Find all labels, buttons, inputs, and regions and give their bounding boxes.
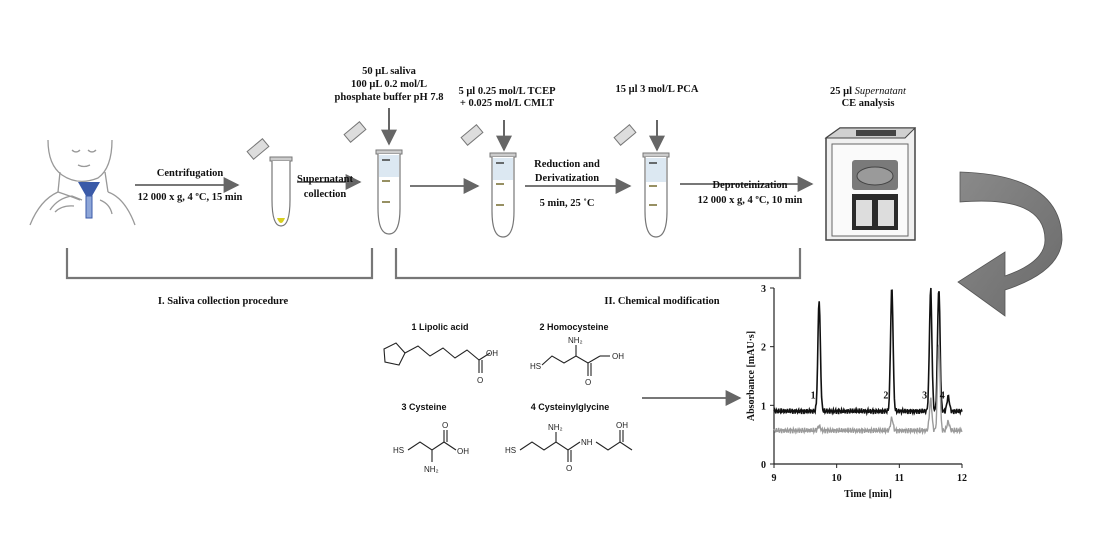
collection-label: collection <box>304 189 347 200</box>
chart-axes <box>773 288 962 465</box>
phase-2-label: II. Chemical modification <box>604 296 719 307</box>
peak-label: 2 <box>883 390 888 401</box>
lipoic-o: O <box>477 376 483 385</box>
ce-instrument-icon <box>824 127 917 241</box>
derivatization-label: Derivatization <box>535 173 599 184</box>
structure-homocysteine <box>541 345 610 376</box>
cysgly-nh: NH <box>581 438 593 447</box>
person-saliva-illustration <box>29 139 136 226</box>
peak-label: 4 <box>940 390 945 401</box>
phase-1-label: I. Saliva collection procedure <box>158 296 289 307</box>
lipoic-oh: OH <box>486 349 498 358</box>
x-tick-label: 9 <box>772 473 777 484</box>
structure-lipoic-acid <box>383 342 491 373</box>
supernatant-label: Supernatant <box>297 174 354 185</box>
ce-supernatant: 25 μl Supernatant <box>830 86 907 97</box>
cys-hs: HS <box>393 446 404 455</box>
compound-2-name: 2 Homocysteine <box>539 322 608 332</box>
peak-label: 3 <box>922 390 927 401</box>
y-tick-label: 0 <box>761 460 766 471</box>
cys-nh2: NH₂ <box>424 465 439 474</box>
tube-4 <box>613 124 670 238</box>
tube-2 <box>343 121 403 235</box>
funnel-tube-icon <box>78 182 100 219</box>
x-tick-label: 11 <box>895 473 904 484</box>
deprot-title: Deproteinization <box>712 180 787 191</box>
cysgly-nh2: NH₂ <box>548 423 563 432</box>
bracket-phase-2 <box>394 248 802 280</box>
y-tick-label: 2 <box>761 343 766 354</box>
deprot-params: 12 000 x g, 4 ºC, 10 min <box>698 195 803 206</box>
structure-cysteinylglycine <box>519 430 633 462</box>
tcep-reagent-2: + 0.025 mol/L CMLT <box>460 98 554 109</box>
compound-1-name: 1 Lipolic acid <box>411 322 468 332</box>
saliva-reagent-3: phosphate buffer pH 7.8 <box>335 92 444 103</box>
chart-y-label: Absorbance [mAU·s] <box>746 331 757 421</box>
chart-x-label: Time [min] <box>844 489 892 500</box>
centrifugation-params: 12 000 x g, 4 ºC, 15 min <box>138 192 243 203</box>
cysgly-o: O <box>566 464 572 473</box>
compound-4-name: 4 Cysteinylglycine <box>531 402 610 412</box>
centrifugation-title: Centrifugation <box>157 168 224 179</box>
series-line-2 <box>773 344 963 436</box>
tube-3 <box>460 124 517 238</box>
saliva-reagent-2: 100 μL 0.2 mol/L <box>351 79 427 90</box>
ce-analysis-label: CE analysis <box>842 98 895 109</box>
cysgly-oh: OH <box>616 421 628 430</box>
cys-o: O <box>442 421 448 430</box>
peak-label: 1 <box>811 390 816 401</box>
tube-1 <box>246 138 293 227</box>
hcy-hs: HS <box>530 362 541 371</box>
hcy-oh: OH <box>612 352 624 361</box>
chart-peak-labels: 1 2 3 4 <box>811 390 945 401</box>
tcep-reagent-1: 5 μl 0.25 mol/L TCEP <box>458 86 556 97</box>
hcy-nh2: NH₂ <box>568 336 583 345</box>
structure-cysteine <box>407 430 457 462</box>
pca-reagent: 15 μl 3 mol/L PCA <box>616 84 699 95</box>
reduction-params: 5 min, 25 ˚C <box>540 198 595 209</box>
y-tick-label: 3 <box>761 284 766 295</box>
chart-series <box>773 287 963 436</box>
big-curved-arrow <box>957 171 1063 317</box>
saliva-reagent-1: 50 μL saliva <box>362 66 417 77</box>
reduction-label: Reduction and <box>534 159 600 170</box>
hcy-o: O <box>585 378 591 387</box>
series-line-1 <box>773 287 963 417</box>
cysgly-hs: HS <box>505 446 516 455</box>
x-tick-label: 10 <box>832 473 842 484</box>
bracket-phase-1 <box>65 248 374 280</box>
cys-oh: OH <box>457 447 469 456</box>
compound-3-name: 3 Cysteine <box>401 402 446 412</box>
x-tick-label: 12 <box>957 473 967 484</box>
y-tick-label: 1 <box>761 401 766 412</box>
